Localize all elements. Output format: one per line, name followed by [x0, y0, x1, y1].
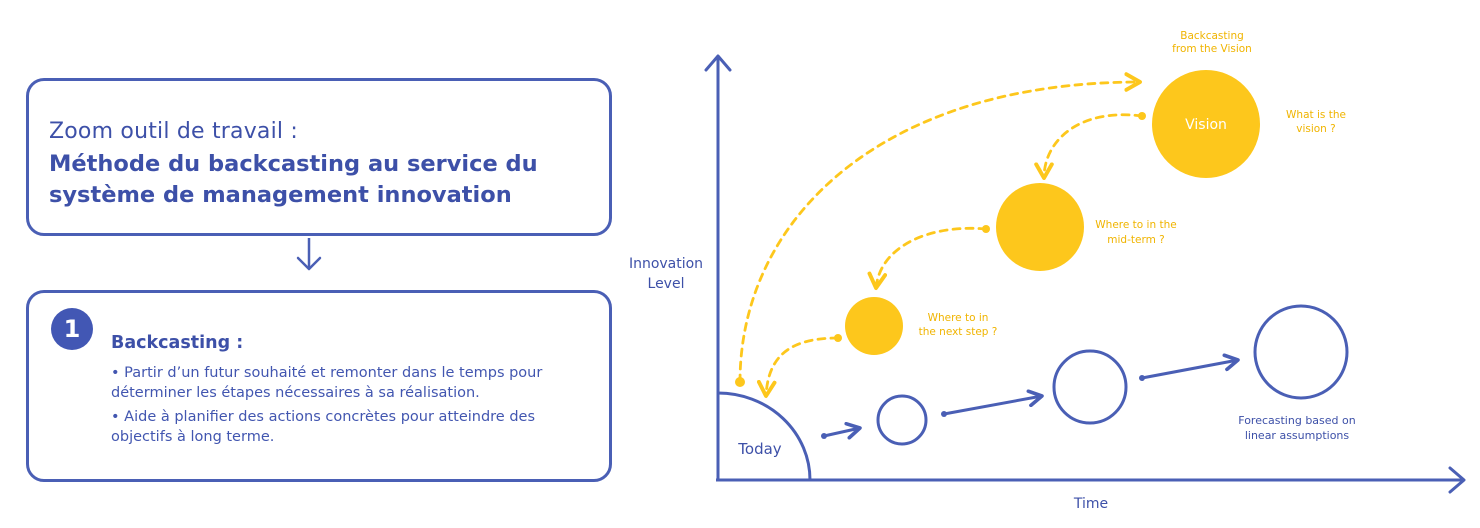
nextstep-question: Where to in [928, 312, 989, 324]
forecasting-label: linear assumptions [1245, 429, 1350, 442]
forecasting-label: Forecasting based on [1238, 414, 1355, 427]
forecast-circle-large [1253, 304, 1349, 400]
y-axis-label: Innovation [629, 256, 703, 272]
forecasting-path [821, 304, 1349, 446]
today-label: Today [737, 440, 782, 458]
vision-circle [1152, 70, 1260, 178]
step-number-badge: 1 [51, 308, 93, 350]
page-title: Méthode du backcasting au service du sys… [49, 151, 538, 208]
method-heading: Backcasting : [111, 333, 244, 353]
forecast-circle-medium [1052, 349, 1128, 425]
method-card: 1 Backcasting : • Partir d’un futur souh… [26, 290, 612, 482]
backcasting-arrows [738, 72, 1144, 398]
backcasting-label: from the Vision [1172, 43, 1252, 55]
y-axis [704, 54, 732, 480]
x-axis-label: Time [1073, 496, 1108, 512]
x-axis [716, 466, 1466, 494]
vision-question: What is the [1286, 109, 1346, 121]
forecast-circle-small [876, 394, 928, 446]
midterm-circle [996, 183, 1084, 271]
nextstep-circle [845, 297, 903, 355]
title-card: Zoom outil de travail : Méthode du backc… [26, 78, 612, 236]
nextstep-question: the next step ? [919, 326, 998, 338]
page-subtitle: Zoom outil de travail : [49, 119, 299, 144]
vision-question: vision ? [1296, 123, 1336, 135]
today-arc [717, 391, 812, 481]
midterm-question: Where to in the [1095, 219, 1176, 231]
backcasting-label: Backcasting [1180, 30, 1244, 42]
method-bullet: • Partir d’un futur souhaité et remonter… [111, 365, 543, 401]
down-arrow-icon [296, 238, 322, 271]
vision-label: Vision [1185, 117, 1227, 133]
y-axis-label: Level [648, 276, 685, 292]
midterm-question: mid-term ? [1107, 234, 1164, 246]
method-bullet: • Aide à planifier des actions concrètes… [111, 409, 536, 445]
backcasting-dots [735, 112, 1146, 387]
